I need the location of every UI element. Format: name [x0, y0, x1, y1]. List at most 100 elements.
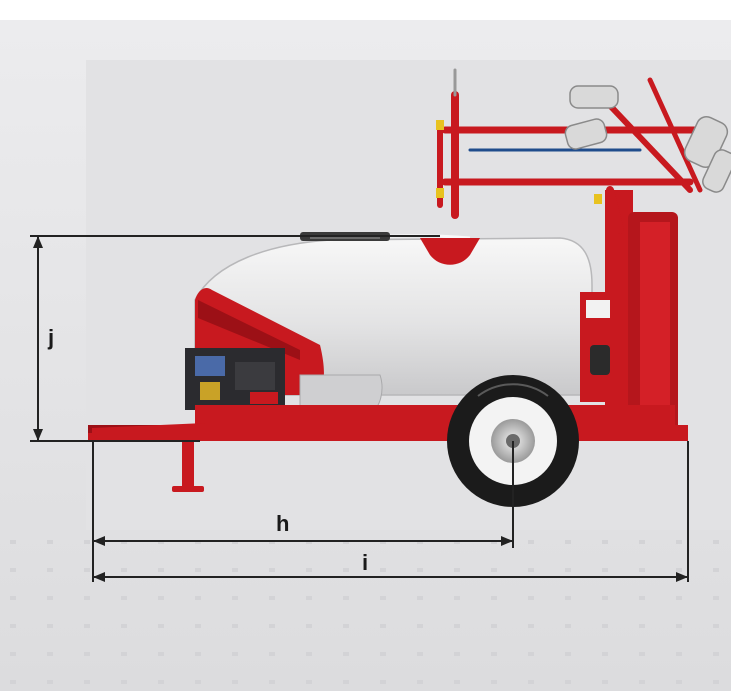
floor-tile-mark	[380, 568, 386, 572]
floor-tile-mark	[158, 652, 164, 656]
floor-tile-mark	[195, 680, 201, 684]
floor-tile-mark	[676, 596, 682, 600]
floor-tile-mark	[676, 540, 682, 544]
jack-stand	[172, 440, 204, 492]
height-dimension-label: j	[47, 325, 54, 350]
floor-tile-mark	[602, 596, 608, 600]
floor-tile-mark	[380, 652, 386, 656]
floor-tile-mark	[121, 680, 127, 684]
floor-tile-mark	[158, 680, 164, 684]
floor-tile-mark	[676, 624, 682, 628]
floor-tile-mark	[158, 596, 164, 600]
floor-tile-mark	[269, 568, 275, 572]
floor-tile-mark	[306, 624, 312, 628]
floor-tile-mark	[84, 652, 90, 656]
floor-tile-mark	[232, 652, 238, 656]
floor-tile-mark	[713, 568, 719, 572]
floor-tile-mark	[232, 624, 238, 628]
floor-tile-mark	[380, 624, 386, 628]
floor-tile-mark	[343, 624, 349, 628]
floor-tile-mark	[47, 568, 53, 572]
floor-tile-mark	[158, 624, 164, 628]
floor-tile-mark	[602, 568, 608, 572]
floor-tile-mark	[491, 624, 497, 628]
floor-tile-mark	[491, 680, 497, 684]
floor-tile-mark	[602, 652, 608, 656]
floor-tile-mark	[565, 540, 571, 544]
floor-tile-mark	[602, 680, 608, 684]
floor-tile-mark	[454, 652, 460, 656]
floor-tile-mark	[639, 540, 645, 544]
floor-tile-mark	[417, 652, 423, 656]
floor-tile-mark	[528, 680, 534, 684]
floor-tile-mark	[343, 596, 349, 600]
fan-tower	[580, 190, 678, 437]
floor-tile-mark	[10, 568, 16, 572]
floor-tile-mark	[491, 568, 497, 572]
floor-tile-mark	[454, 596, 460, 600]
floor-tile-mark	[676, 652, 682, 656]
nozzle-canisters	[564, 85, 731, 193]
floor-tile-mark	[639, 568, 645, 572]
floor-tile-mark	[47, 680, 53, 684]
floor-tile-mark	[121, 596, 127, 600]
floor-tile-mark	[306, 596, 312, 600]
floor-tile-mark	[528, 652, 534, 656]
floor-tile-mark	[47, 596, 53, 600]
floor-tile-mark	[491, 652, 497, 656]
floor-tile-mark	[84, 540, 90, 544]
floor-tile-mark	[639, 596, 645, 600]
pump-unit	[185, 348, 285, 410]
floor-tile-mark	[417, 568, 423, 572]
floor-tile-mark	[565, 624, 571, 628]
dimension-arrowheads	[33, 236, 688, 582]
floor-tile-mark	[47, 540, 53, 544]
floor-tile-mark	[343, 568, 349, 572]
floor-tile-mark	[565, 568, 571, 572]
floor-tile-mark	[713, 540, 719, 544]
floor-tile-mark	[10, 680, 16, 684]
floor-tile-mark	[10, 596, 16, 600]
floor-tile-mark	[10, 624, 16, 628]
axle-length-dimension-label: h	[276, 511, 289, 536]
floor-tile-mark	[47, 624, 53, 628]
floor-tile-mark	[343, 680, 349, 684]
floor-tile-mark	[84, 680, 90, 684]
floor-tile-mark	[121, 568, 127, 572]
floor-tile-mark	[417, 680, 423, 684]
filler-cap	[420, 238, 480, 265]
floor-tile-mark	[232, 568, 238, 572]
floor-tile-mark	[195, 652, 201, 656]
floor-tile-mark	[269, 680, 275, 684]
floor-tile-mark	[195, 568, 201, 572]
floor-tile-mark	[10, 540, 16, 544]
dimension-lines	[30, 235, 689, 582]
floor-tile-mark	[639, 624, 645, 628]
warning-tags	[436, 120, 602, 204]
floor-tile-mark	[232, 596, 238, 600]
floor-tile-mark	[528, 624, 534, 628]
floor-tile-mark	[269, 652, 275, 656]
floor-tile-mark	[121, 624, 127, 628]
floor-tile-mark	[269, 624, 275, 628]
floor-tile-mark	[380, 680, 386, 684]
floor-tile-mark	[158, 568, 164, 572]
floor-tile-mark	[306, 652, 312, 656]
floor-tile-mark	[565, 596, 571, 600]
floor-tile-mark	[306, 680, 312, 684]
floor-tile-mark	[602, 540, 608, 544]
floor-tile-mark	[269, 596, 275, 600]
floor-tile-mark	[343, 652, 349, 656]
floor-tile-mark	[84, 596, 90, 600]
floor-tile-mark	[676, 568, 682, 572]
floor-tile-mark	[306, 568, 312, 572]
floor-tile-mark	[676, 680, 682, 684]
floor-tile-mark	[195, 596, 201, 600]
floor-tile-mark	[232, 680, 238, 684]
floor-tile-mark	[121, 652, 127, 656]
floor-tile-mark	[528, 568, 534, 572]
floor-tile-mark	[417, 624, 423, 628]
floor-tile-mark	[639, 680, 645, 684]
